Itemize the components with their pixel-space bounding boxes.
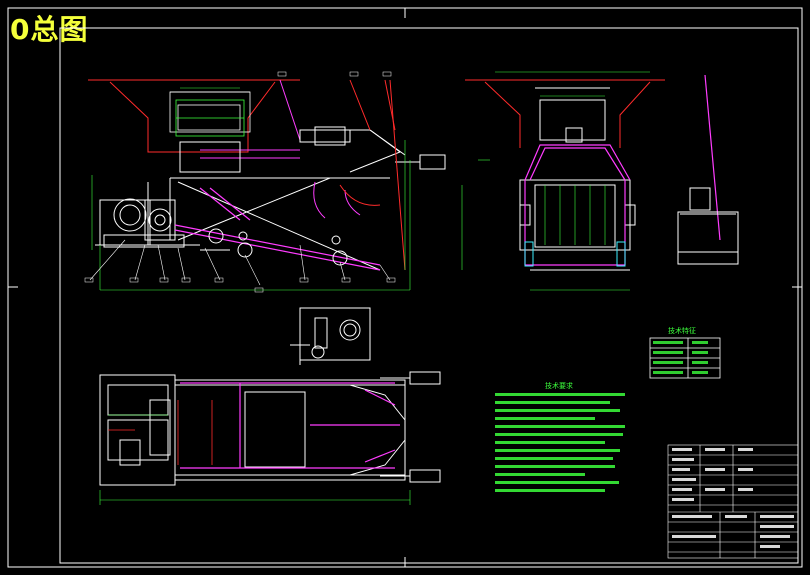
drawing-frame xyxy=(7,7,803,568)
tech-params-heading: 技术特征 xyxy=(668,326,696,335)
end-view xyxy=(465,71,739,291)
title-block xyxy=(667,444,799,559)
tech-params-table xyxy=(649,337,721,379)
detail-view xyxy=(290,307,371,365)
side-view xyxy=(84,71,463,293)
tech-requirements-block xyxy=(495,393,625,492)
tech-requirements-heading: 技术要求 xyxy=(545,381,573,390)
top-view xyxy=(99,371,441,505)
drawing-title: 0总图 xyxy=(10,13,89,46)
